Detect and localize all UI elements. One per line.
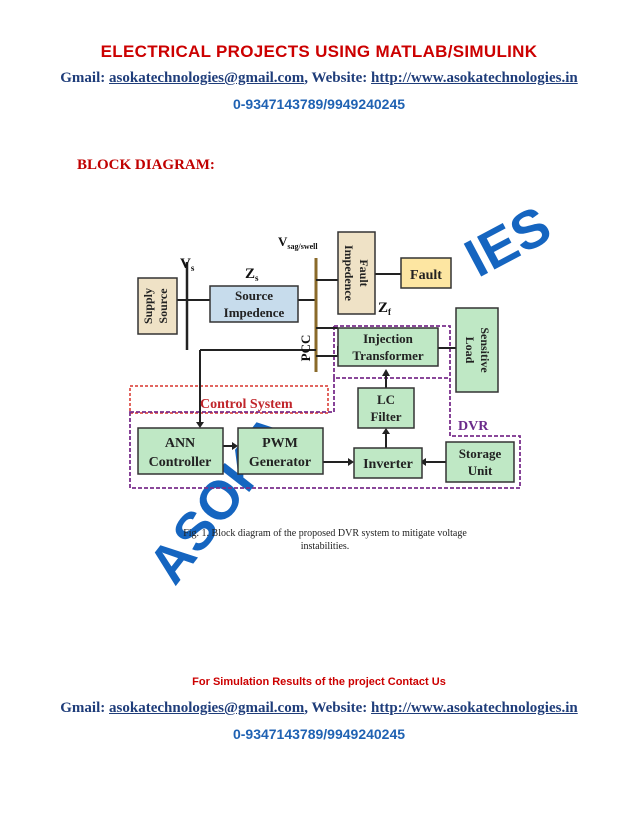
control-system-label: Control System bbox=[200, 397, 293, 412]
lc-filter-block bbox=[357, 387, 415, 429]
footer-website-link[interactable]: http://www.asokatechnologies.in bbox=[371, 700, 578, 716]
storage-unit-label-2: Unit bbox=[468, 463, 493, 478]
pwm-generator-label-1: PWM bbox=[262, 436, 298, 451]
supply-source-block bbox=[137, 277, 178, 335]
ann-controller-label-1: ANN bbox=[165, 436, 195, 451]
storage-unit-block bbox=[445, 441, 515, 483]
lc-filter-label-1: LC bbox=[377, 392, 395, 407]
sensitive-load-block bbox=[455, 307, 499, 393]
supply-source-label-2: Source bbox=[156, 288, 170, 324]
sensitive-load-label-2: Load bbox=[463, 337, 477, 364]
dvr-label: DVR bbox=[458, 419, 489, 434]
figure-caption: Fig. 1. Block diagram of the proposed DV… bbox=[160, 527, 490, 553]
source-impedence-label-2: Impedence bbox=[224, 305, 285, 320]
injection-transformer-block bbox=[337, 327, 439, 367]
ann-controller-block bbox=[137, 427, 224, 475]
inverter-block bbox=[353, 447, 423, 479]
email-link[interactable]: asokatechnologies@gmail.com bbox=[109, 70, 305, 86]
dvr-region bbox=[129, 377, 521, 489]
inverter-label: Inverter bbox=[363, 457, 413, 472]
footer-contact-line: Gmail: asokatechnologies@gmail.com, Webs… bbox=[60, 700, 578, 716]
control-system-region bbox=[129, 385, 329, 414]
ann-controller-label-2: Controller bbox=[149, 455, 212, 470]
vs-label: Vs bbox=[180, 256, 195, 273]
source-impedence-label-1: Source bbox=[235, 288, 273, 303]
fault-impedence-label-1: Fault bbox=[357, 259, 371, 286]
pwm-generator-label-2: Generator bbox=[249, 455, 311, 470]
supply-source-label-1: Supply bbox=[141, 288, 155, 324]
caption-line-2: instabilities. bbox=[300, 541, 350, 552]
storage-unit-label-1: Storage bbox=[459, 446, 502, 461]
phone-number: 0-9347143789/9949240245 bbox=[232, 96, 406, 112]
caption-line-1: Fig. 1. Block diagram of the proposed DV… bbox=[183, 528, 467, 539]
simulation-note: For Simulation Results of the project Co… bbox=[192, 676, 446, 688]
section-heading: BLOCK DIAGRAM: bbox=[77, 157, 215, 173]
pwm-generator-block bbox=[237, 427, 324, 475]
footer-gmail-label: Gmail: bbox=[60, 700, 106, 716]
website-link[interactable]: http://www.asokatechnologies.in bbox=[371, 70, 578, 86]
gmail-label: Gmail: bbox=[60, 70, 106, 86]
fault-impedence-label-2: Impedence bbox=[342, 245, 356, 302]
fault-block bbox=[400, 257, 452, 289]
zs-label: Zs bbox=[245, 266, 259, 283]
footer-website-label: Website: bbox=[311, 700, 368, 716]
sensitive-load-label-1: Sensitive bbox=[478, 327, 492, 373]
zf-label: Zf bbox=[378, 300, 392, 317]
website-label: Website: bbox=[311, 70, 368, 86]
fault-label: Fault bbox=[410, 268, 442, 283]
dvr-block-diagram: Supply Source Source Impedence Fault Imp… bbox=[129, 231, 521, 489]
injection-transformer-label-2: Transformer bbox=[352, 348, 423, 363]
contact-line: Gmail: asokatechnologies@gmail.com, Webs… bbox=[60, 70, 578, 86]
page-title: ELECTRICAL PROJECTS USING MATLAB/SIMULIN… bbox=[100, 42, 538, 61]
lc-filter-label-2: Filter bbox=[370, 409, 401, 424]
fault-impedence-block bbox=[337, 231, 376, 315]
pcc-label: PCC bbox=[298, 335, 313, 362]
source-impedence-block bbox=[209, 285, 299, 323]
vsag-label: Vsag/swell bbox=[278, 234, 318, 251]
footer-phone-number: 0-9347143789/9949240245 bbox=[232, 726, 406, 742]
injection-transformer-label-1: Injection bbox=[363, 331, 414, 346]
footer-email-link[interactable]: asokatechnologies@gmail.com bbox=[109, 700, 305, 716]
